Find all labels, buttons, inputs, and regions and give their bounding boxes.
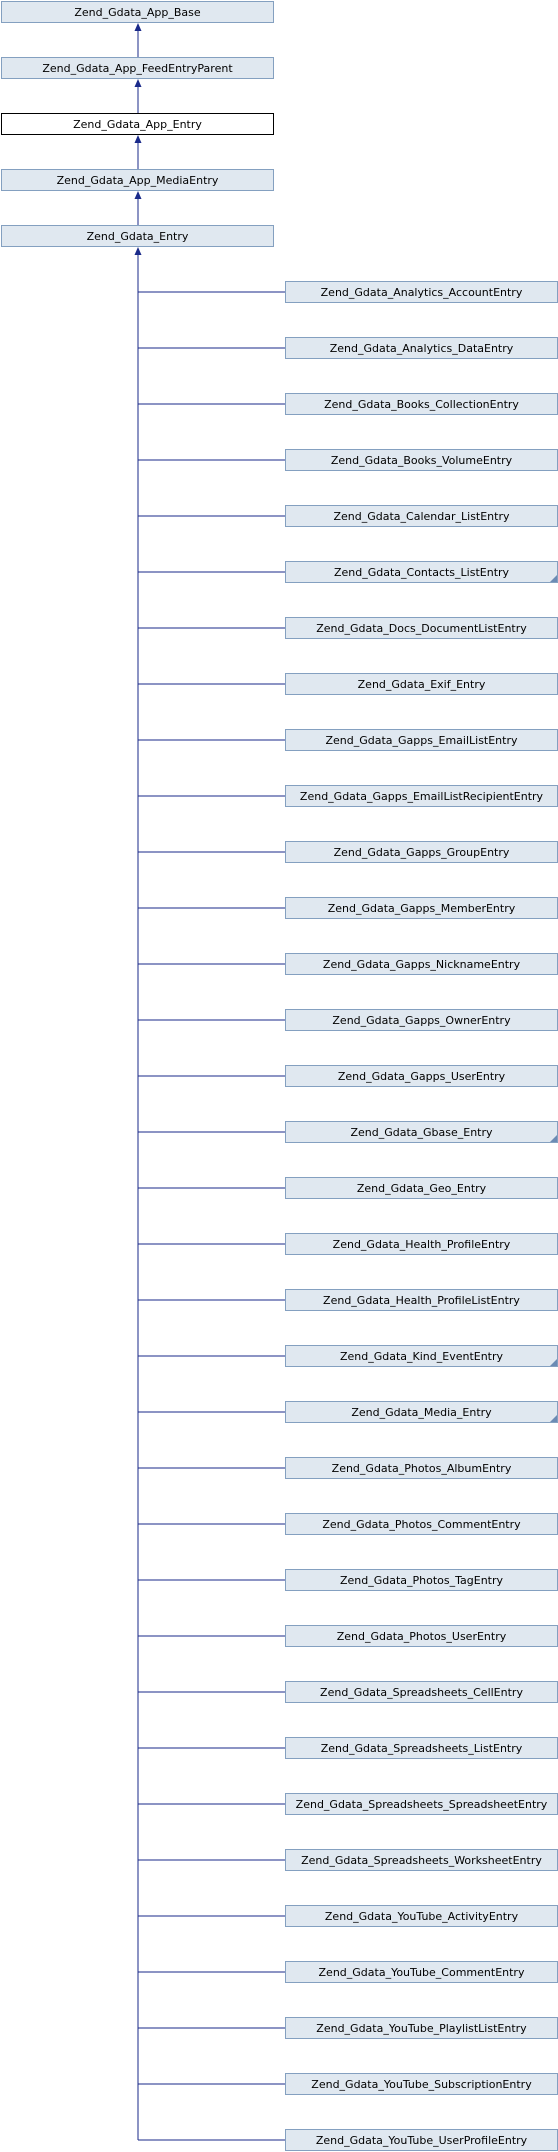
class-label: Zend_Gdata_YouTube_PlaylistListEntry — [316, 2022, 527, 2035]
class-node-zend-gdata-gapps-ownerentry[interactable]: Zend_Gdata_Gapps_OwnerEntry — [285, 1009, 558, 1031]
class-node-zend-gdata-youtube-playlistlistentry[interactable]: Zend_Gdata_YouTube_PlaylistListEntry — [285, 2017, 558, 2039]
class-node-zend-gdata-gapps-emaillistrecipiententry[interactable]: Zend_Gdata_Gapps_EmailListRecipientEntry — [285, 785, 558, 807]
class-node-zend-gdata-calendar-listentry[interactable]: Zend_Gdata_Calendar_ListEntry — [285, 505, 558, 527]
class-label: Zend_Gdata_Spreadsheets_CellEntry — [320, 1686, 523, 1699]
inheritance-arrowhead — [134, 23, 142, 31]
class-node-zend-gdata-youtube-subscriptionentry[interactable]: Zend_Gdata_YouTube_SubscriptionEntry — [285, 2073, 558, 2095]
class-node-zend-gdata-youtube-activityentry[interactable]: Zend_Gdata_YouTube_ActivityEntry — [285, 1905, 558, 1927]
more-subclasses-corner-icon — [550, 1135, 557, 1142]
class-label: Zend_Gdata_App_MediaEntry — [57, 174, 219, 187]
class-node-zend-gdata-app-mediaentry[interactable]: Zend_Gdata_App_MediaEntry — [1, 169, 274, 191]
class-label: Zend_Gdata_Spreadsheets_SpreadsheetEntry — [296, 1798, 548, 1811]
class-label: Zend_Gdata_Gbase_Entry — [350, 1126, 493, 1139]
class-label: Zend_Gdata_Spreadsheets_ListEntry — [321, 1742, 523, 1755]
more-subclasses-corner-icon — [550, 575, 557, 582]
class-node-zend-gdata-photos-albumentry[interactable]: Zend_Gdata_Photos_AlbumEntry — [285, 1457, 558, 1479]
class-label: Zend_Gdata_Gapps_EmailListRecipientEntry — [300, 790, 544, 803]
inheritance-arrowhead — [134, 79, 142, 87]
class-label: Zend_Gdata_Entry — [87, 230, 189, 243]
class-label: Zend_Gdata_Gapps_NicknameEntry — [323, 958, 521, 971]
class-label: Zend_Gdata_Photos_AlbumEntry — [332, 1462, 512, 1475]
class-node-zend-gdata-youtube-commententry[interactable]: Zend_Gdata_YouTube_CommentEntry — [285, 1961, 558, 1983]
class-node-zend-gdata-books-collectionentry[interactable]: Zend_Gdata_Books_CollectionEntry — [285, 393, 558, 415]
class-label: Zend_Gdata_Docs_DocumentListEntry — [316, 622, 527, 635]
class-label: Zend_Gdata_Health_ProfileListEntry — [323, 1294, 520, 1307]
class-label: Zend_Gdata_Spreadsheets_WorksheetEntry — [301, 1854, 542, 1867]
inheritance-arrowhead — [134, 247, 142, 255]
class-label: Zend_Gdata_YouTube_UserProfileEntry — [316, 2134, 528, 2147]
class-box — [1, 169, 274, 191]
class-node-zend-gdata-health-profileentry[interactable]: Zend_Gdata_Health_ProfileEntry — [285, 1233, 558, 1255]
class-label: Zend_Gdata_App_Base — [74, 6, 201, 19]
class-box — [1, 1, 274, 23]
inheritance-edges — [134, 23, 285, 2141]
class-node-zend-gdata-photos-commententry[interactable]: Zend_Gdata_Photos_CommentEntry — [285, 1513, 558, 1535]
class-node-zend-gdata-gbase-entry[interactable]: Zend_Gdata_Gbase_Entry — [285, 1121, 558, 1143]
class-box — [1, 225, 274, 247]
class-node-zend-gdata-app-feedentryparent[interactable]: Zend_Gdata_App_FeedEntryParent — [1, 57, 274, 79]
class-label: Zend_Gdata_Analytics_DataEntry — [330, 342, 514, 355]
class-node-zend-gdata-gapps-userentry[interactable]: Zend_Gdata_Gapps_UserEntry — [285, 1065, 558, 1087]
inheritance-arrowhead — [134, 191, 142, 199]
class-node-zend-gdata-photos-userentry[interactable]: Zend_Gdata_Photos_UserEntry — [285, 1625, 558, 1647]
class-label: Zend_Gdata_Photos_TagEntry — [340, 1574, 504, 1587]
class-label: Zend_Gdata_Geo_Entry — [357, 1182, 487, 1195]
class-node-zend-gdata-health-profilelistentry[interactable]: Zend_Gdata_Health_ProfileListEntry — [285, 1289, 558, 1311]
class-node-zend-gdata-contacts-listentry[interactable]: Zend_Gdata_Contacts_ListEntry — [285, 561, 558, 583]
class-node-zend-gdata-gapps-emaillistentry[interactable]: Zend_Gdata_Gapps_EmailListEntry — [285, 729, 558, 751]
class-label: Zend_Gdata_App_FeedEntryParent — [42, 62, 233, 75]
class-label: Zend_Gdata_App_Entry — [73, 118, 202, 131]
class-label: Zend_Gdata_Gapps_UserEntry — [338, 1070, 506, 1083]
class-label: Zend_Gdata_Gapps_EmailListEntry — [325, 734, 518, 747]
class-node-zend-gdata-entry[interactable]: Zend_Gdata_Entry — [1, 225, 274, 247]
class-node-zend-gdata-books-volumeentry[interactable]: Zend_Gdata_Books_VolumeEntry — [285, 449, 558, 471]
class-node-zend-gdata-gapps-memberentry[interactable]: Zend_Gdata_Gapps_MemberEntry — [285, 897, 558, 919]
class-node-zend-gdata-exif-entry[interactable]: Zend_Gdata_Exif_Entry — [285, 673, 558, 695]
inheritance-arrowhead — [134, 135, 142, 143]
class-node-zend-gdata-photos-tagentry[interactable]: Zend_Gdata_Photos_TagEntry — [285, 1569, 558, 1591]
class-node-zend-gdata-spreadsheets-listentry[interactable]: Zend_Gdata_Spreadsheets_ListEntry — [285, 1737, 558, 1759]
class-label: Zend_Gdata_Analytics_AccountEntry — [321, 286, 523, 299]
class-label: Zend_Gdata_Books_VolumeEntry — [331, 454, 513, 467]
class-label: Zend_Gdata_YouTube_SubscriptionEntry — [311, 2078, 532, 2091]
class-label: Zend_Gdata_Media_Entry — [351, 1406, 492, 1419]
class-label: Zend_Gdata_Gapps_OwnerEntry — [332, 1014, 511, 1027]
class-node-zend-gdata-spreadsheets-worksheetentry[interactable]: Zend_Gdata_Spreadsheets_WorksheetEntry — [285, 1849, 558, 1871]
class-label: Zend_Gdata_Photos_UserEntry — [337, 1630, 507, 1643]
class-label: Zend_Gdata_Books_CollectionEntry — [324, 398, 519, 411]
class-node-zend-gdata-gapps-nicknameentry[interactable]: Zend_Gdata_Gapps_NicknameEntry — [285, 953, 558, 975]
class-label: Zend_Gdata_Calendar_ListEntry — [333, 510, 510, 523]
class-node-zend-gdata-app-entry[interactable]: Zend_Gdata_App_Entry — [1, 113, 274, 135]
class-node-zend-gdata-kind-evententry[interactable]: Zend_Gdata_Kind_EventEntry — [285, 1345, 558, 1367]
class-node-zend-gdata-gapps-groupentry[interactable]: Zend_Gdata_Gapps_GroupEntry — [285, 841, 558, 863]
class-node-zend-gdata-app-base[interactable]: Zend_Gdata_App_Base — [1, 1, 274, 23]
class-label: Zend_Gdata_Kind_EventEntry — [340, 1350, 504, 1363]
class-label: Zend_Gdata_Photos_CommentEntry — [322, 1518, 521, 1531]
class-node-zend-gdata-spreadsheets-cellentry[interactable]: Zend_Gdata_Spreadsheets_CellEntry — [285, 1681, 558, 1703]
class-node-zend-gdata-geo-entry[interactable]: Zend_Gdata_Geo_Entry — [285, 1177, 558, 1199]
class-label: Zend_Gdata_YouTube_CommentEntry — [319, 1966, 525, 1979]
class-node-zend-gdata-youtube-userprofileentry[interactable]: Zend_Gdata_YouTube_UserProfileEntry — [285, 2129, 558, 2151]
class-label: Zend_Gdata_Health_ProfileEntry — [333, 1238, 511, 1251]
class-box — [1, 57, 274, 79]
more-subclasses-corner-icon — [550, 1415, 557, 1422]
class-node-zend-gdata-docs-documentlistentry[interactable]: Zend_Gdata_Docs_DocumentListEntry — [285, 617, 558, 639]
class-label: Zend_Gdata_Exif_Entry — [358, 678, 486, 691]
more-subclasses-corner-icon — [550, 1359, 557, 1366]
class-label: Zend_Gdata_Contacts_ListEntry — [334, 566, 510, 579]
class-box — [1, 113, 274, 135]
class-node-zend-gdata-media-entry[interactable]: Zend_Gdata_Media_Entry — [285, 1401, 558, 1423]
class-node-zend-gdata-analytics-accountentry[interactable]: Zend_Gdata_Analytics_AccountEntry — [285, 281, 558, 303]
class-label: Zend_Gdata_YouTube_ActivityEntry — [325, 1910, 519, 1923]
class-node-zend-gdata-spreadsheets-spreadsheetentry[interactable]: Zend_Gdata_Spreadsheets_SpreadsheetEntry — [285, 1793, 558, 1815]
class-label: Zend_Gdata_Gapps_MemberEntry — [328, 902, 516, 915]
class-node-zend-gdata-analytics-dataentry[interactable]: Zend_Gdata_Analytics_DataEntry — [285, 337, 558, 359]
class-label: Zend_Gdata_Gapps_GroupEntry — [334, 846, 510, 859]
